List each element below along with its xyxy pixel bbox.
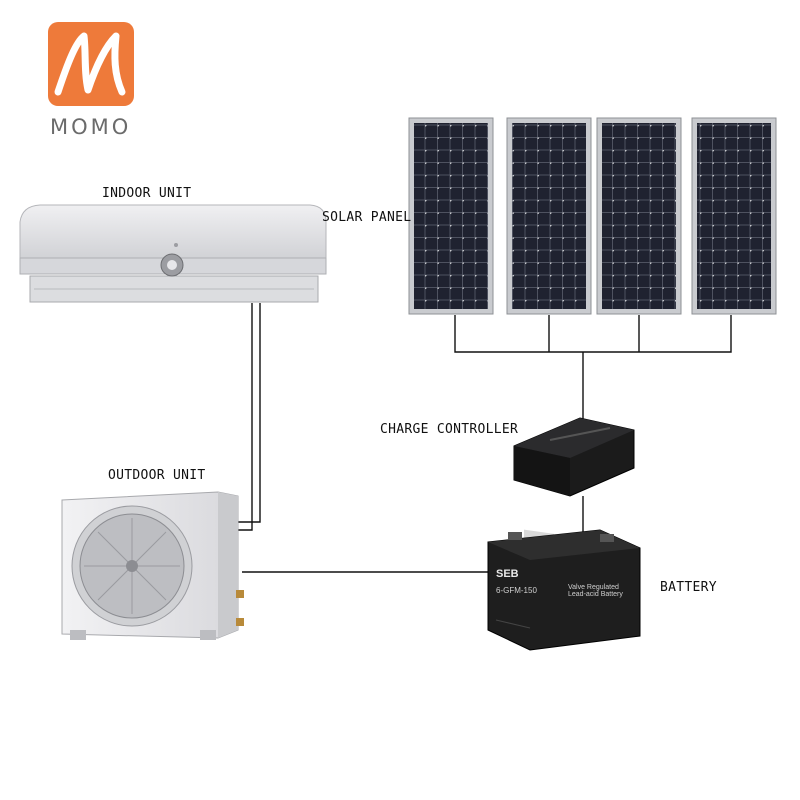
- solar-panel-3: [596, 117, 682, 315]
- outdoor-unit-label: OUTDOOR UNIT: [108, 468, 206, 483]
- battery-brand: SEB: [496, 568, 519, 580]
- indoor-outdoor-wire-2: [238, 303, 261, 523]
- logo-text: MOMO: [50, 115, 132, 139]
- charge-controller-label: CHARGE CONTROLLER: [380, 422, 519, 437]
- battery-model: 6-GFM-150: [496, 586, 537, 595]
- logo-mark-icon: [54, 32, 126, 96]
- charge-controller: [513, 417, 635, 548]
- indoor-outdoor-wire-1: [238, 303, 253, 531]
- solar-panel-label: SOLAR PANEL: [322, 210, 412, 225]
- momo-logo: [48, 22, 134, 106]
- indoor-unit-label: INDOOR UNIT: [102, 186, 192, 201]
- battery-description: Valve Regulated Lead-acid Battery: [568, 584, 623, 598]
- panel-bus-wire: [454, 315, 732, 353]
- outdoor-unit: [61, 491, 244, 640]
- indoor-unit: [19, 204, 327, 303]
- solar-panel-2: [506, 117, 592, 315]
- battery-label: BATTERY: [660, 580, 717, 595]
- solar-panels: [408, 117, 777, 315]
- wiring: [238, 303, 732, 573]
- solar-panel-1: [408, 117, 494, 315]
- battery: [487, 529, 641, 651]
- solar-panel-4: [691, 117, 777, 315]
